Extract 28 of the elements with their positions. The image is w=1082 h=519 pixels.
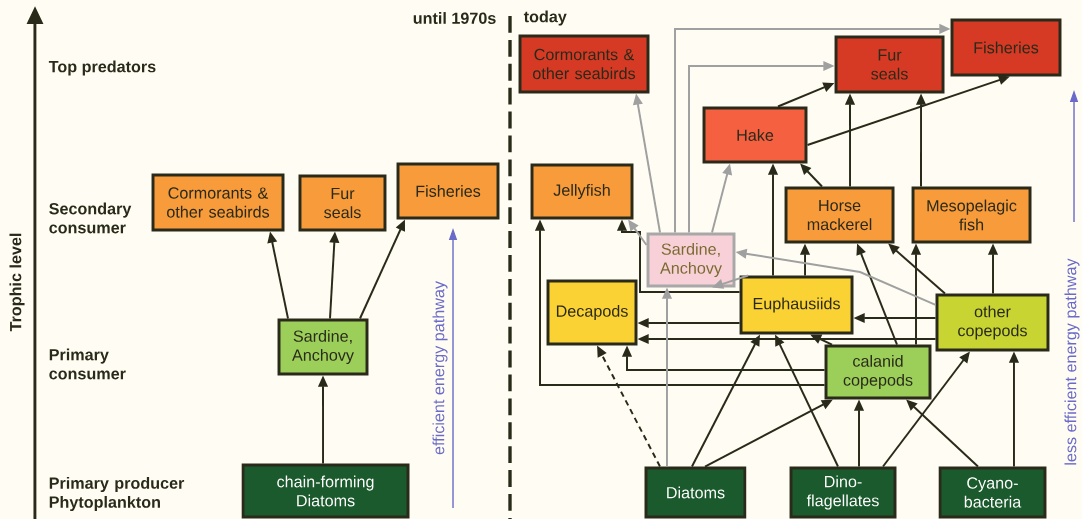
axis-label: Trophic level [9,233,25,332]
trophic-box: Fur seals [298,174,387,232]
level-label: Primary producer Phytoplankton [49,477,185,511]
period-label: until 1970s [413,12,496,24]
pathway-label: less efficient energy pathway [1064,258,1080,465]
trophic-box: Fisheries [396,162,500,220]
phytoplankton-box: Cyano- bacteria [938,466,1047,519]
trophic-box: Mesopelagic fish [911,186,1032,244]
trophic-box: Fisheries [950,18,1062,77]
level-label: Top predators [48,60,156,76]
trophic-box: Cormorants & other seabirds [151,173,285,232]
trophic-box: Sardine, Anchovy [277,318,369,376]
phytoplankton-box: Diatoms [644,466,747,519]
trophic-box: Decapods [546,279,638,346]
trophic-box: Euphausiids [739,275,854,335]
phytoplankton-box: Dino- flagellates [789,466,897,519]
trophic-box: Jellyfish [530,163,634,220]
level-label: Primary consumer [49,348,126,380]
pathway-label: efficient energy pathway [432,281,448,455]
level-label: Secondary consumer [49,202,132,234]
trophic-box: Fur seals [834,35,945,94]
trophic-box: other copepods [935,293,1050,352]
trophic-box: Horse mackerel [784,186,895,244]
trophic-box: Hake [702,106,808,164]
trophic-box: Sardine, Anchovy [646,232,736,288]
trophic-box: Cormorants & other seabirds [518,34,650,94]
trophic-box: calanid copepods [824,344,932,400]
phytoplankton-box: chain-forming Diatoms [241,463,410,519]
